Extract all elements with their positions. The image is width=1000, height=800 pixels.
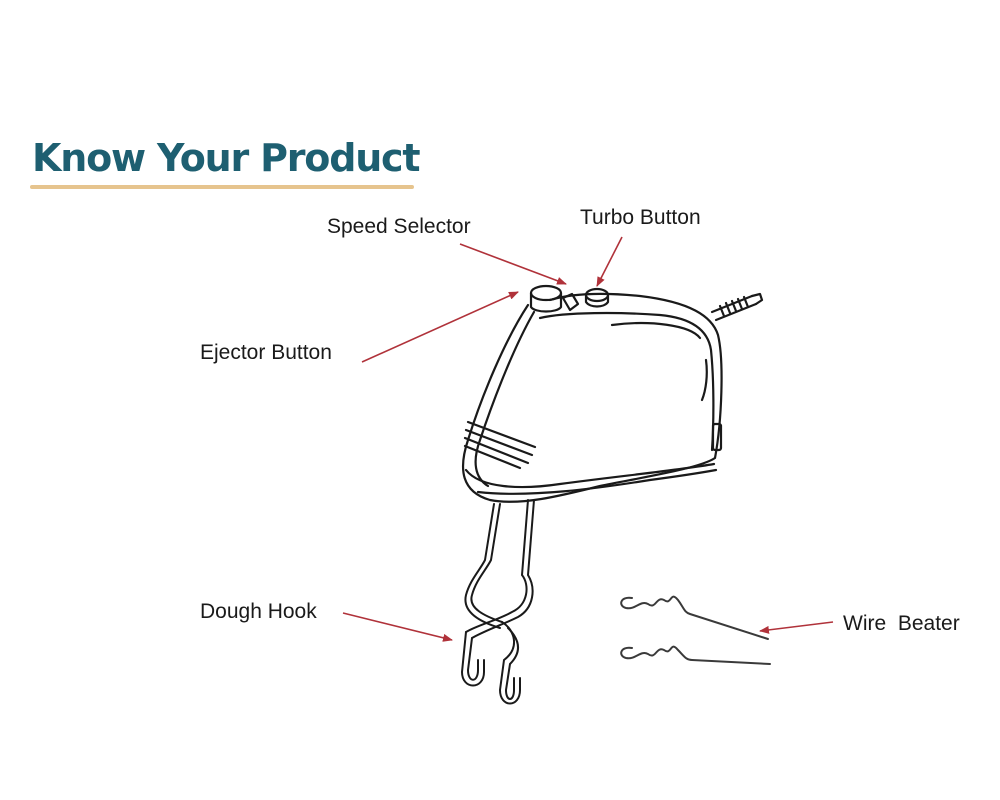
dough-hook-drawing bbox=[460, 499, 535, 705]
wire-beater-drawing bbox=[620, 595, 771, 665]
label-turbo-button: Turbo Button bbox=[580, 206, 701, 229]
arrow-ejector-button bbox=[361, 291, 519, 363]
title-underline bbox=[30, 185, 414, 189]
arrow-turbo-button bbox=[596, 236, 623, 287]
arrow-speed-selector bbox=[459, 243, 567, 285]
page-title: Know Your Product bbox=[32, 136, 421, 180]
label-ejector-button: Ejector Button bbox=[200, 341, 332, 364]
label-dough-hook: Dough Hook bbox=[200, 600, 317, 623]
mixer-body bbox=[461, 284, 764, 503]
label-wire-beater: Wire Beater bbox=[843, 612, 960, 635]
arrow-wire-beater bbox=[759, 621, 834, 634]
arrow-dough-hook bbox=[342, 612, 453, 642]
label-arrows bbox=[342, 236, 834, 642]
label-speed-selector: Speed Selector bbox=[327, 215, 471, 238]
